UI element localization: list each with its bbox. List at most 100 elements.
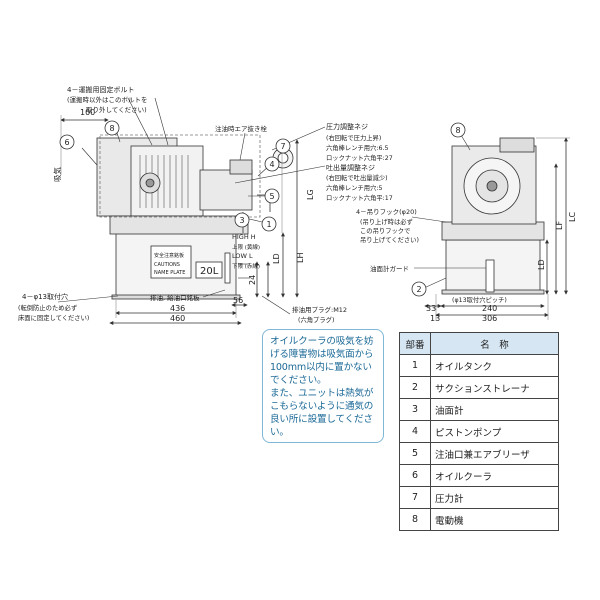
tank-lid	[109, 215, 249, 235]
label-pressure-screw-1: (右回転で圧力上昇)	[326, 133, 381, 142]
label-low: LOW L	[232, 252, 253, 260]
balloon-6: 6	[59, 134, 75, 150]
dim-460: 460	[170, 314, 185, 323]
note-line-2: また、ユニットは熱気がこもらないように通気の良い所に設置してください。	[270, 388, 374, 438]
balloon-4: 4	[264, 156, 280, 172]
label-gauge-guard: 油面計ガード	[370, 264, 409, 273]
svg-text:8: 8	[109, 124, 114, 133]
front-view-balloons: 8 6 7 4 5 3 1	[59, 120, 291, 232]
label-flow-screw-3: ロックナット六角平:17	[326, 193, 393, 202]
label-transport-bolts-note2: 取り外してください)	[86, 105, 147, 114]
part-name: オイルタンク	[430, 354, 559, 377]
label-upper: 上限 (黄線)	[232, 243, 260, 251]
installation-note: オイルクーラの吸気を妨げる障害物は吸気面から100mm以内に置かないでください。…	[262, 329, 384, 443]
svg-text:8: 8	[455, 126, 460, 135]
label-flow-screw-2: 六角棒レンチ用穴:5	[326, 183, 383, 192]
note-line-1: オイルクーラの吸気を妨げる障害物は吸気面から100mm以内に置かないでください。	[270, 336, 374, 386]
dim-lh: LH	[296, 253, 305, 263]
balloon-8: 8	[104, 120, 120, 136]
balloon-3: 3	[234, 212, 250, 228]
dim-56: 56	[233, 296, 243, 305]
label-nameplate-2: CAUTIONS	[154, 262, 180, 268]
balloon-5: 5	[264, 188, 280, 204]
piston-pump-body	[199, 169, 253, 211]
label-hole-pitch: (φ13取付穴ピッチ)	[452, 295, 507, 304]
dim-lf: LF	[555, 221, 564, 230]
part-name: 注油口兼エアブリーザ	[430, 442, 559, 465]
header-part-no: 部番	[399, 332, 431, 355]
part-no: 7	[399, 486, 431, 509]
side-gauge-guard	[485, 259, 495, 293]
label-transport-bolts-note1: (運搬時以外はこのボルトを	[67, 95, 148, 104]
dim-lc: LC	[568, 212, 577, 222]
parts-table-header: 部番 名 称	[399, 332, 559, 355]
balloon-8-side: 8	[450, 122, 466, 138]
part-no: 4	[399, 420, 431, 443]
dim-306: 306	[482, 314, 497, 323]
label-pressure-screw-2: 六角棒レンチ用穴:6.5	[326, 143, 389, 152]
part-name: 電動機	[430, 508, 559, 531]
label-flow-screw-1: (右回転で吐出量減少)	[326, 173, 388, 182]
balloon-2-side: 2	[411, 281, 427, 297]
side-view	[411, 129, 570, 320]
part-name: オイルクーラ	[430, 464, 559, 487]
label-drain-plug: 排油用プラグ:M12	[292, 305, 347, 314]
dim-240: 240	[482, 304, 497, 313]
side-view-labels: 4－吊りフック(φ20) (吊り上げ時は必ず この吊りフックで 吊り上げてくださ…	[356, 208, 577, 323]
tank-base	[111, 294, 241, 300]
svg-text:1: 1	[266, 220, 271, 229]
part-no: 6	[399, 464, 431, 487]
label-transport-bolts: 4－運搬用固定ボルト	[67, 85, 134, 94]
svg-text:3: 3	[239, 216, 244, 225]
label-nameplate-1: 安全注意銘板	[154, 252, 184, 259]
dim-lg: LG	[306, 189, 315, 200]
part-no: 2	[399, 376, 431, 399]
svg-text:5: 5	[269, 192, 274, 201]
side-lid	[441, 221, 545, 241]
label-lower: 下限 (赤線)	[232, 262, 260, 270]
dim-33: 33	[426, 304, 436, 313]
label-drain-plug-2: (六角プラグ)	[298, 315, 334, 324]
label-mount-holes: 4－φ13取付穴	[22, 292, 68, 301]
oil-level-gauge	[224, 252, 231, 284]
dim-13: 13	[430, 314, 440, 323]
dim-ld: LD	[272, 253, 281, 264]
front-view-labels: 100 436 460 56 24 LG LH LD 4－運搬用固定ボルト (運…	[18, 85, 393, 324]
front-view	[57, 97, 326, 325]
dim-ld-side: LD	[537, 259, 546, 270]
label-flow-screw: 吐出量調整ネジ	[326, 163, 375, 172]
label-mount-holes-note2: 床面に固定してください)	[18, 313, 89, 322]
dim-436: 436	[170, 304, 185, 313]
dim-100: 100	[80, 108, 95, 117]
label-hooks-note2: この吊りフックで	[360, 227, 410, 235]
part-name: サクションストレーナ	[430, 376, 559, 399]
label-nameplate-3: NAME PLATE	[154, 270, 185, 276]
svg-text:4: 4	[269, 160, 274, 169]
caution-nameplate	[150, 245, 192, 279]
label-drain-nameplate: 排油, 給油口銘板	[150, 293, 200, 302]
part-no: 5	[399, 442, 431, 465]
balloon-7: 7	[275, 138, 291, 154]
label-mount-holes-note1: (転倒防止のため必ず	[18, 303, 77, 312]
svg-text:7: 7	[280, 142, 285, 151]
header-part-name: 名 称	[430, 332, 559, 355]
part-name: 油面計	[430, 398, 559, 421]
part-name: 圧力計	[430, 486, 559, 509]
dim-24: 24	[248, 275, 257, 285]
part-no: 3	[399, 398, 431, 421]
svg-text:2: 2	[416, 285, 421, 294]
label-intake: 吸気	[52, 167, 62, 182]
label-tank-size: 20L	[200, 266, 219, 277]
label-oil-inlet: 注油時エア抜き栓	[215, 124, 268, 133]
side-view-balloons: 8 2	[411, 122, 466, 297]
balloon-1: 1	[261, 216, 277, 232]
